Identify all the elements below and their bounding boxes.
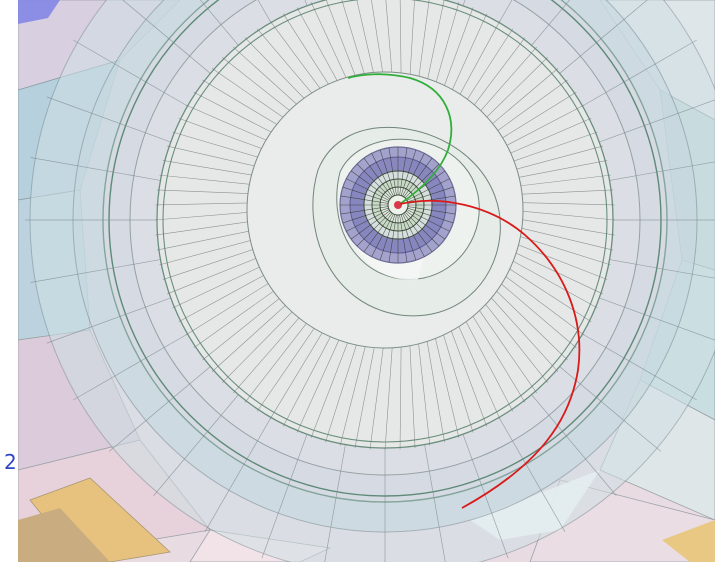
pixel-spoke	[363, 157, 393, 198]
facet-line	[462, 434, 509, 559]
barrel-facets	[25, 0, 715, 562]
pixel-spoke	[371, 213, 394, 257]
pixel-spoke	[342, 207, 389, 224]
side-label: 2	[4, 450, 17, 474]
pixel-spoke	[402, 213, 425, 257]
facet-line	[204, 417, 272, 532]
pixel-spoke	[407, 206, 456, 215]
facet-line	[30, 259, 161, 283]
facet-line	[599, 297, 715, 341]
facet-line	[498, 0, 513, 23]
pixel-spoke	[342, 186, 389, 203]
pixel-spoke	[400, 214, 417, 261]
facet-line	[46, 96, 171, 143]
facet-line	[108, 366, 211, 452]
pixel-spoke	[356, 163, 392, 199]
pixel-spoke	[406, 209, 450, 232]
facet-line	[73, 333, 188, 401]
red-track	[399, 199, 581, 509]
pixel-spoke	[379, 214, 396, 261]
pixel-spoke	[388, 214, 397, 263]
facet-line	[582, 333, 697, 401]
facet-line	[122, 0, 211, 74]
facet-line	[73, 39, 188, 107]
facet-line	[261, 434, 308, 559]
pixel-spoke	[407, 186, 454, 203]
pixel-spoke	[406, 178, 450, 201]
pixel-spoke	[371, 153, 394, 197]
facet-line	[30, 157, 161, 181]
green-track	[347, 73, 453, 205]
pixel-spoke	[356, 211, 392, 247]
facet-line	[559, 0, 648, 74]
facet-line	[424, 444, 446, 562]
vertex-marker	[394, 201, 402, 209]
facet-line	[609, 161, 715, 181]
facet-line	[582, 39, 697, 107]
pixel-spoke	[379, 149, 396, 196]
facet-line	[199, 0, 239, 46]
pixel-spoke	[403, 157, 433, 198]
pixel-spoke	[400, 149, 417, 196]
pixel-spoke	[388, 147, 397, 196]
left-margin-strip: 2	[0, 0, 18, 562]
facet-line	[609, 259, 715, 279]
pixel-detector	[339, 146, 457, 264]
pixel-spoke	[407, 207, 454, 224]
facet-line	[531, 394, 617, 497]
pixel-spoke	[346, 209, 390, 232]
barrel-outer-ring	[29, 0, 715, 562]
facet-line	[498, 417, 566, 532]
pixel-spoke	[403, 212, 433, 253]
pixel-spoke	[399, 147, 408, 196]
facet-line	[257, 0, 272, 23]
pixel-spoke	[404, 211, 440, 247]
pixel-spoke	[405, 210, 446, 240]
facet-line	[531, 0, 571, 46]
pixel-spoke	[340, 206, 389, 215]
pixel-spoke	[363, 212, 393, 253]
facet-line	[324, 444, 346, 562]
pixel-spoke	[350, 210, 391, 240]
pixel-spoke	[404, 163, 440, 199]
facet-line	[46, 297, 171, 344]
facet-line	[599, 99, 715, 143]
pixel-spoke	[402, 153, 425, 197]
pixel-spoke	[399, 214, 408, 263]
pixel-spoke	[340, 195, 389, 204]
facet-line	[153, 394, 239, 497]
pixel-spoke	[350, 170, 391, 200]
pixel-spoke	[346, 178, 390, 201]
